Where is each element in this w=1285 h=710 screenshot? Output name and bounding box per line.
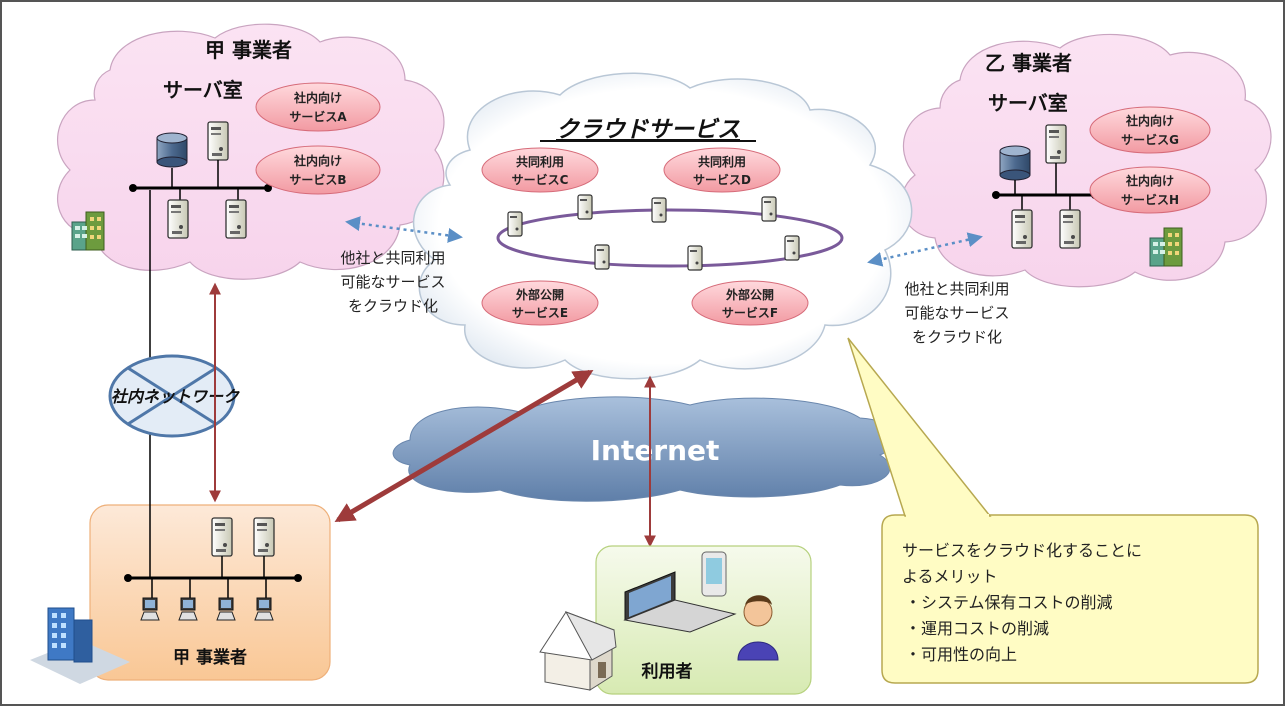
benefits-callout	[847, 337, 1259, 684]
server-icon	[211, 517, 233, 557]
company-a-subtitle: サーバ室	[163, 78, 243, 102]
svg-text:サービスB: サービスB	[289, 172, 346, 187]
svg-text:・運用コストの削減: ・運用コストの削減	[905, 619, 1049, 638]
internet-label: Internet	[591, 434, 720, 467]
svg-text:他社と共同利用: 他社と共同利用	[340, 249, 445, 267]
svg-text:・可用性の向上: ・可用性の向上	[905, 645, 1017, 664]
internal-network-globe	[108, 354, 236, 438]
svg-text:サービスH: サービスH	[1121, 192, 1179, 207]
svg-text:社内向け: 社内向け	[293, 90, 342, 105]
svg-text:サービスE: サービスE	[512, 305, 568, 320]
house-icon	[539, 611, 617, 691]
service-pill-shared-c: 共同利用 サービスC	[481, 147, 599, 193]
share-arrow-left	[345, 216, 463, 243]
share-label-left: 他社と共同利用 可能なサービス をクラウド化	[340, 249, 445, 315]
benefits-text: サービスをクラウド化することに よるメリット ・システム保有コストの削減 ・運用…	[902, 541, 1142, 664]
svg-text:よるメリット: よるメリット	[902, 567, 998, 586]
database-icon	[156, 132, 188, 168]
service-pill-internal-h: 社内向け サービスH	[1089, 166, 1211, 214]
service-pill-internal-g: 社内向け サービスG	[1089, 106, 1211, 154]
service-pill-public-f: 外部公開 サービスF	[691, 280, 809, 326]
server-icon	[784, 235, 800, 261]
server-icon	[207, 121, 229, 161]
server-icon	[594, 244, 610, 270]
service-pill-shared-d: 共同利用 サービスD	[663, 147, 781, 193]
company-b-subtitle: サーバ室	[988, 91, 1068, 115]
user-label: 利用者	[642, 661, 693, 682]
server-icon	[1011, 209, 1033, 249]
service-pill-public-e: 外部公開 サービスE	[481, 280, 599, 326]
svg-text:社内向け: 社内向け	[1125, 173, 1174, 188]
svg-text:をクラウド化: をクラウド化	[912, 328, 1002, 346]
svg-text:・システム保有コストの削減: ・システム保有コストの削減	[905, 593, 1113, 612]
server-icon	[687, 245, 703, 271]
svg-text:共同利用: 共同利用	[516, 154, 564, 169]
server-icon	[1045, 124, 1067, 164]
server-icon	[761, 196, 777, 222]
office-label: 甲 事業者	[173, 647, 247, 668]
server-icon	[507, 211, 523, 237]
svg-text:可能なサービス: 可能なサービス	[340, 273, 445, 291]
svg-text:サービスF: サービスF	[722, 305, 778, 320]
arrow-office-to-cloud	[334, 369, 594, 523]
svg-text:他社と共同利用: 他社と共同利用	[904, 280, 1009, 298]
share-label-right: 他社と共同利用 可能なサービス をクラウド化	[904, 280, 1009, 346]
service-pill-internal-b: 社内向け サービスB	[255, 145, 381, 195]
svg-text:社内向け: 社内向け	[293, 153, 342, 168]
database-icon	[999, 145, 1031, 181]
pc-icon	[140, 597, 160, 621]
company-b-server-room-cloud	[900, 33, 1272, 288]
cloud-ring-network	[496, 208, 844, 268]
pc-icon	[216, 597, 236, 621]
svg-text:社内向け: 社内向け	[1125, 113, 1174, 128]
svg-text:をクラウド化: をクラウド化	[348, 297, 438, 315]
svg-text:外部公開: 外部公開	[726, 287, 774, 302]
server-icon	[167, 199, 189, 239]
svg-text:サービスをクラウド化することに: サービスをクラウド化することに	[902, 541, 1142, 560]
cloud-service-title: クラウドサービス	[556, 117, 740, 143]
server-icon	[651, 197, 667, 223]
server-icon	[577, 194, 593, 220]
server-icon	[253, 517, 275, 557]
svg-text:サービスC: サービスC	[512, 172, 569, 187]
company-b-title: 乙 事業者	[985, 51, 1072, 75]
share-arrow-right	[867, 232, 983, 267]
pc-icon	[178, 597, 198, 621]
smartphone-icon	[701, 551, 727, 597]
company-a-title: 甲 事業者	[205, 38, 292, 62]
laptop-icon	[623, 571, 737, 633]
pc-icon	[254, 597, 274, 621]
company-a-server-room-cloud	[57, 23, 445, 280]
company-a-servers	[129, 121, 272, 239]
server-icon	[1059, 209, 1081, 249]
svg-text:サービスA: サービスA	[289, 109, 347, 124]
svg-text:サービスG: サービスG	[1121, 132, 1179, 147]
svg-text:サービスD: サービスD	[693, 172, 751, 187]
office-building-icon	[30, 607, 130, 684]
user-avatar-icon	[737, 595, 779, 661]
service-pill-internal-a: 社内向け サービスA	[255, 82, 381, 132]
svg-text:外部公開: 外部公開	[516, 287, 564, 302]
office-network	[124, 517, 302, 621]
svg-text:共同利用: 共同利用	[698, 154, 746, 169]
internal-network-label: 社内ネットワーク	[111, 387, 240, 406]
svg-text:可能なサービス: 可能なサービス	[904, 304, 1009, 322]
server-icon	[225, 199, 247, 239]
